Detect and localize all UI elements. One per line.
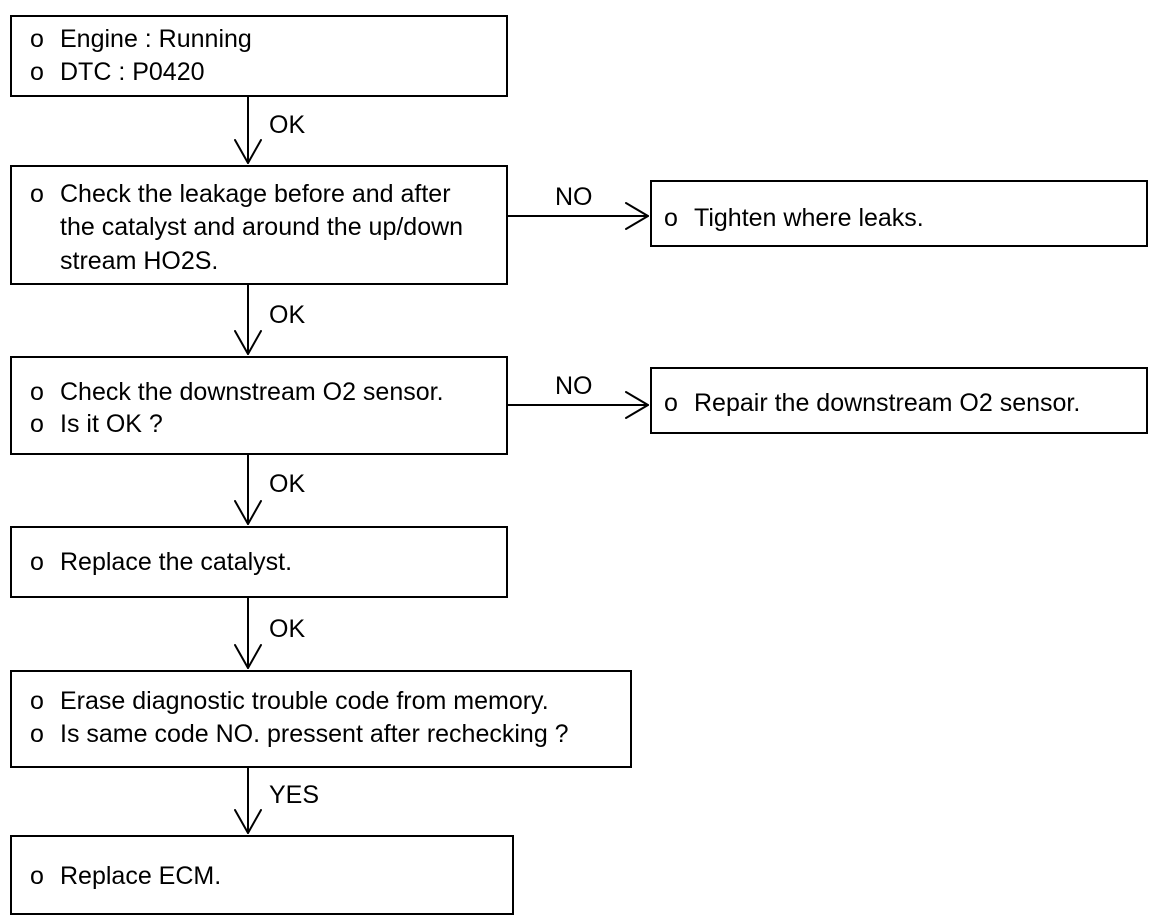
step-2-line-3: stream HO2S.	[60, 247, 219, 275]
bullet-marker: o	[30, 548, 44, 576]
step-1-box: o Engine : Running o DTC : P0420	[10, 15, 508, 97]
step-3-box: o Check the downstream O2 sensor. o Is i…	[10, 356, 508, 455]
bullet-marker: o	[30, 862, 44, 890]
side-step-2-box: o Repair the downstream O2 sensor.	[650, 367, 1148, 434]
bullet-marker: o	[30, 687, 44, 715]
edge-label-no-1: NO	[555, 183, 593, 211]
bullet-marker: o	[30, 58, 44, 86]
bullet-marker: o	[664, 204, 678, 232]
step-6-box: o Replace ECM.	[10, 835, 514, 915]
bullet-marker: o	[30, 25, 44, 53]
step-2-box: o Check the leakage before and after the…	[10, 165, 508, 285]
edge-label-ok-4: OK	[269, 615, 306, 643]
bullet-marker: o	[664, 389, 678, 417]
arrow-no-2-head	[625, 391, 649, 419]
bullet-marker: o	[30, 720, 44, 748]
edge-label-ok-2: OK	[269, 301, 306, 329]
edge-label-no-2: NO	[555, 372, 593, 400]
bullet-marker: o	[30, 410, 44, 438]
arrow-5-head	[234, 809, 262, 834]
step-2-line-2: the catalyst and around the up/down	[60, 213, 464, 241]
step-5-box: o Erase diagnostic trouble code from mem…	[10, 670, 632, 768]
arrow-4-head	[234, 644, 262, 669]
arrow-no-1-head	[625, 202, 649, 230]
edge-label-ok-3: OK	[269, 470, 306, 498]
bullet-marker: o	[30, 378, 44, 406]
edge-label-yes: YES	[269, 781, 320, 809]
arrow-3-head	[234, 500, 262, 525]
arrow-2-head	[234, 330, 262, 355]
bullet-marker: o	[30, 180, 44, 208]
edge-label-ok-1: OK	[269, 111, 306, 139]
side-step-1-box: o Tighten where leaks.	[650, 180, 1148, 247]
step-4-box: o Replace the catalyst.	[10, 526, 508, 598]
arrow-1-head	[234, 139, 262, 164]
